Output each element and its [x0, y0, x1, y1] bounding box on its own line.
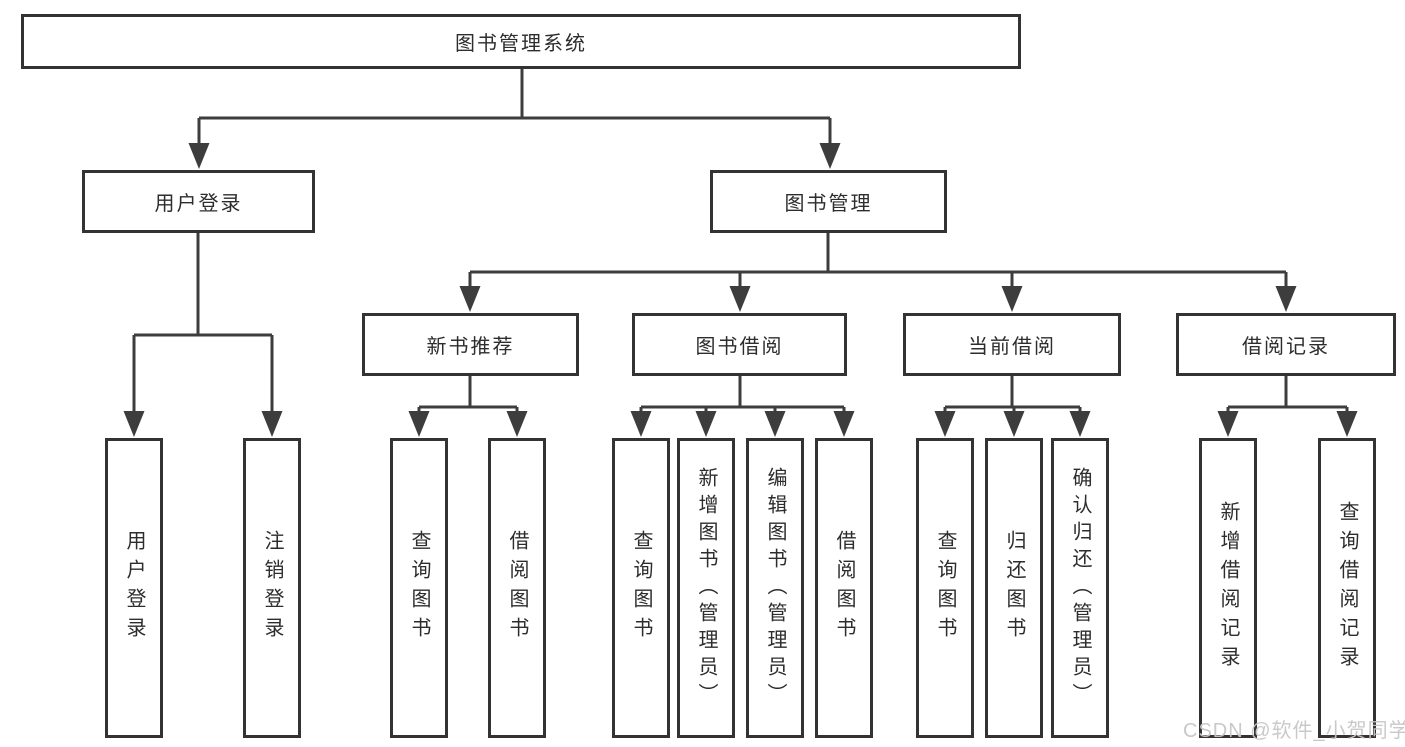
- node-label: 查询借阅记录: [1336, 501, 1358, 675]
- leaf-add-book-admin: 新增图书（管理员）: [677, 438, 735, 738]
- node-label: 借阅图书: [833, 530, 855, 646]
- node-book-borrowing: 图书借阅: [632, 313, 847, 376]
- node-label: 用户登录: [123, 530, 145, 646]
- leaf-confirm-return-admin: 确认归还（管理员）: [1051, 438, 1109, 738]
- node-label: 查询图书: [408, 530, 430, 646]
- node-current-borrowing: 当前借阅: [903, 313, 1121, 376]
- node-label: 注销登录: [261, 530, 283, 646]
- node-user-login: 用户登录: [82, 170, 315, 233]
- leaf-search-books-recommend: 查询图书: [390, 438, 448, 738]
- node-label: 查询图书: [630, 530, 652, 646]
- node-label: 当前借阅: [968, 336, 1056, 358]
- leaf-search-books-current: 查询图书: [916, 438, 974, 738]
- leaf-borrow-books: 借阅图书: [815, 438, 873, 738]
- node-label: 归还图书: [1003, 530, 1025, 646]
- csdn-watermark: CSDN @软件_小贺同学: [1183, 720, 1405, 742]
- node-label: 图书管理: [784, 193, 873, 215]
- leaf-borrow-books-recommend: 借阅图书: [488, 438, 546, 738]
- node-label: 新增图书（管理员）: [695, 466, 717, 710]
- node-label: 新增借阅记录: [1217, 501, 1239, 675]
- node-label: 借阅记录: [1242, 336, 1330, 358]
- leaf-user-login: 用户登录: [105, 438, 163, 738]
- leaf-search-books-borrowing: 查询图书: [612, 438, 670, 738]
- node-label: 编辑图书（管理员）: [764, 466, 786, 710]
- node-library-system: 图书管理系统: [21, 14, 1021, 69]
- leaf-logout: 注销登录: [243, 438, 301, 738]
- node-borrow-records: 借阅记录: [1176, 313, 1396, 376]
- node-label: 新书推荐: [426, 336, 515, 358]
- node-book-management: 图书管理: [710, 170, 947, 233]
- node-label: 查询图书: [934, 530, 956, 646]
- node-new-book-recommendation: 新书推荐: [362, 313, 579, 376]
- node-label: 图书借阅: [695, 336, 784, 358]
- leaf-edit-book-admin: 编辑图书（管理员）: [746, 438, 804, 738]
- leaf-search-borrow-record: 查询借阅记录: [1318, 438, 1376, 738]
- leaf-return-book: 归还图书: [985, 438, 1043, 738]
- node-label: 借阅图书: [506, 530, 528, 646]
- leaf-add-borrow-record: 新增借阅记录: [1199, 438, 1257, 738]
- node-label: 确认归还（管理员）: [1069, 466, 1091, 710]
- node-label: 图书管理系统: [455, 33, 587, 55]
- node-label: 用户登录: [154, 193, 243, 215]
